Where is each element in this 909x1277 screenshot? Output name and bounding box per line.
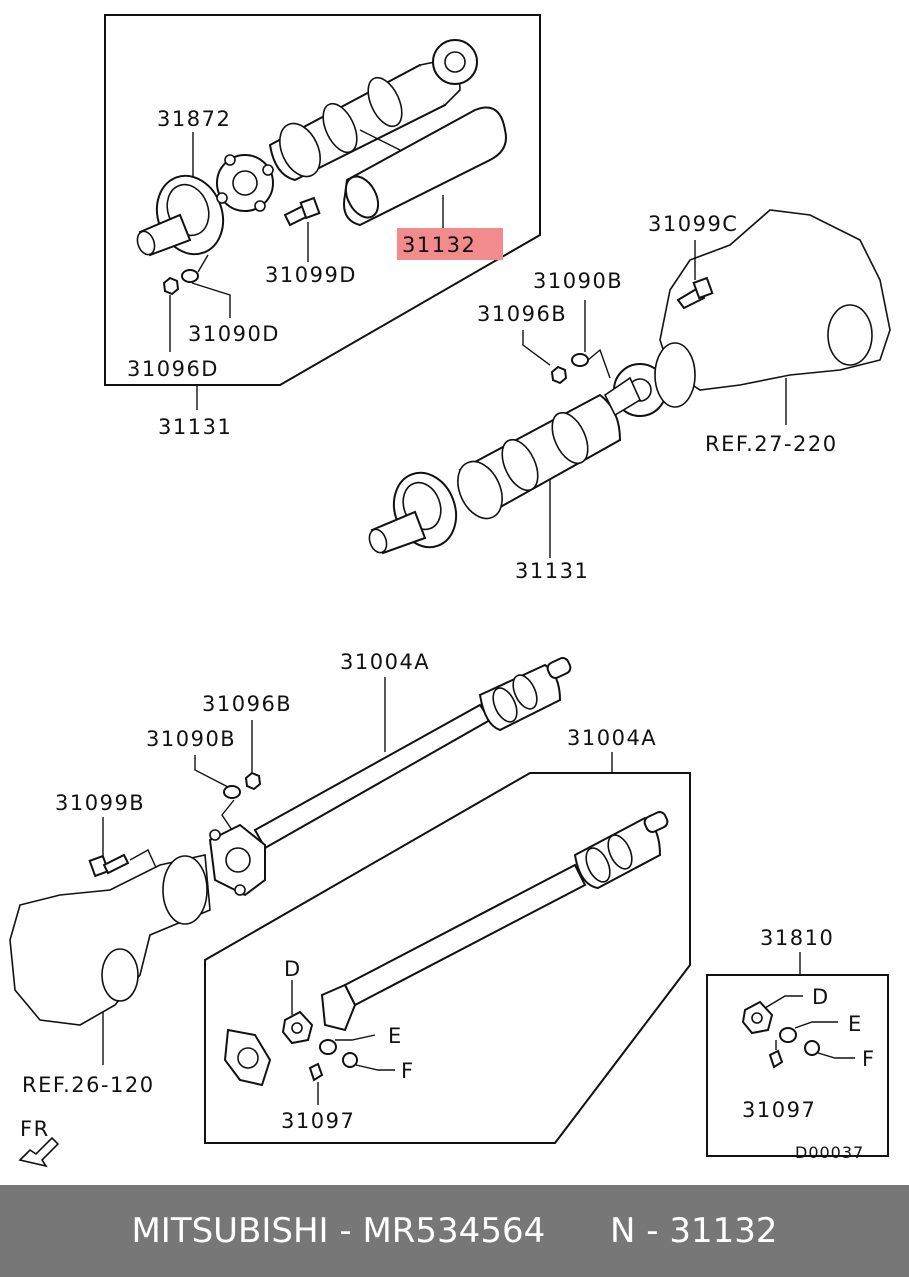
front-flange-yoke [223, 1028, 272, 1087]
label-E2: E [848, 1012, 863, 1036]
label-31131-mid: 31131 [515, 559, 589, 583]
universal-joint-cross-D1 [281, 1010, 314, 1045]
front-direction-arrow-icon [18, 1136, 60, 1168]
repair-kit-frame [706, 974, 889, 1157]
diagram-id: D00037 [795, 1143, 864, 1162]
label-31097-1: 31097 [281, 1109, 355, 1133]
bolt-31099C [676, 276, 714, 310]
label-F2: F [862, 1047, 876, 1071]
label-31096D: 31096D [127, 357, 219, 381]
upper-assembly-frame [104, 14, 541, 386]
highlight-31132 [397, 228, 503, 260]
label-fr: FR [20, 1117, 50, 1141]
label-31090B-low: 31090B [146, 727, 236, 751]
label-31097-2: 31097 [742, 1098, 816, 1122]
label-31090D: 31090D [188, 322, 280, 346]
universal-joint-cross-D2 [741, 1000, 774, 1035]
washer-31090D [181, 269, 199, 283]
label-D1: D [284, 957, 302, 981]
nut-31096B-upper [550, 365, 568, 385]
mid-shaft-31131 [457, 363, 667, 520]
grease-fitting-31097-2 [768, 1049, 784, 1069]
rear-flange-yoke [208, 823, 266, 897]
parts-diagram: 31872 31132 31099D 31090D 31096D 31131 3… [9, 14, 891, 1168]
washer-31090B-lower [223, 785, 241, 799]
label-D2: D [812, 985, 830, 1009]
label-31099B: 31099B [55, 791, 145, 815]
mid-center-bearing [368, 471, 458, 555]
label-31872: 31872 [157, 107, 231, 131]
label-ref-27-220: REF.27-220 [705, 432, 838, 456]
center-bearing-31872 [136, 174, 225, 257]
bearing-cup-E1 [319, 1039, 337, 1055]
label-E1: E [388, 1024, 403, 1048]
footer-part-text: MITSUBISHI - MR534564 N - 31132 [131, 1211, 778, 1251]
boot-sleeve-31132 [343, 106, 507, 227]
label-31099C: 31099C [648, 212, 738, 236]
label-F1: F [401, 1059, 415, 1083]
front-shaft-31004A [320, 811, 669, 1032]
bolt-31099D [283, 196, 321, 227]
upper-flange-yoke [216, 154, 274, 212]
bearing-cup-E2 [779, 1027, 797, 1043]
label-31004A-2: 31004A [567, 726, 657, 750]
snap-ring-F2 [804, 1040, 820, 1056]
front-assembly-frame [204, 772, 691, 1144]
label-31132: 31132 [402, 233, 476, 257]
washer-31090B-upper [571, 353, 589, 367]
label-ref-26-120: REF.26-120 [22, 1073, 155, 1097]
label-31810: 31810 [760, 926, 834, 950]
nut-31096B-lower [244, 771, 262, 791]
bolt-31099B [88, 853, 130, 878]
grease-fitting-31097-1 [308, 1062, 324, 1082]
label-31131-top: 31131 [158, 415, 232, 439]
rear-shaft-31004A [253, 657, 572, 850]
label-31096B-low: 31096B [202, 692, 292, 716]
nut-31096D [162, 276, 180, 296]
part-number-footer: MITSUBISHI - MR534564 N - 31132 [0, 1185, 909, 1277]
label-31090B-top: 31090B [533, 269, 623, 293]
snap-ring-F1 [342, 1052, 358, 1068]
upper-shaft-bellows [268, 39, 478, 182]
label-31099D: 31099D [265, 263, 357, 287]
label-31004A-1: 31004A [340, 650, 430, 674]
label-31096B-top: 31096B [477, 302, 567, 326]
